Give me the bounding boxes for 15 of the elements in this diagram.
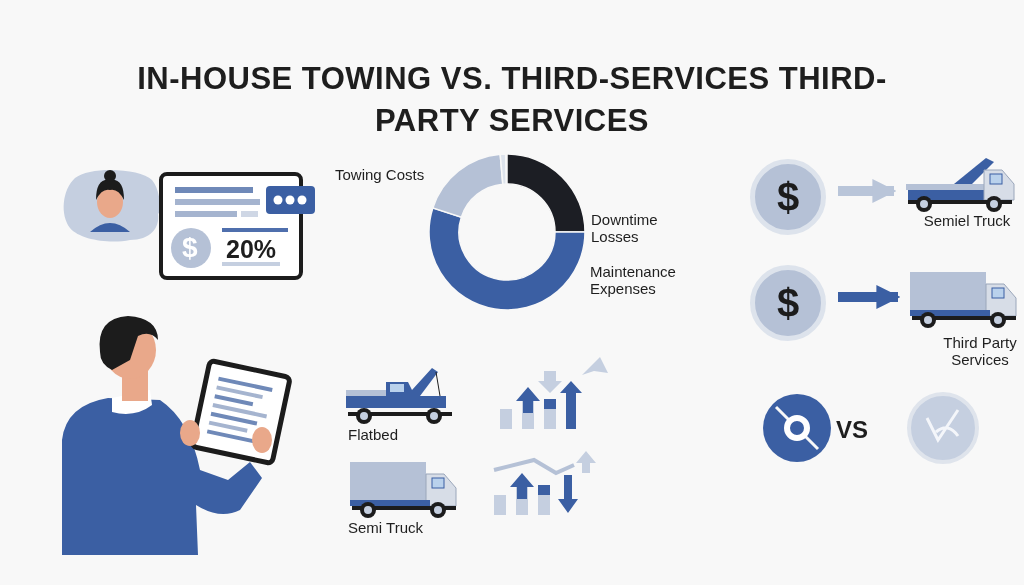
- truck-label: Flatbed: [348, 426, 399, 444]
- truck-label: Semi Truck: [348, 519, 423, 537]
- chart-label: Downtime Losses: [591, 211, 659, 246]
- chart-label: Maintenance Expenses: [590, 263, 677, 298]
- arrow: [838, 285, 901, 309]
- truck-label: Semiel Truck: [922, 212, 1012, 230]
- dollar-sign: $: [182, 232, 198, 265]
- dollar-sign: $: [776, 174, 800, 220]
- arrow: [838, 179, 897, 203]
- chart-label: Towing Costs: [335, 166, 425, 184]
- vs-text: VS: [836, 416, 868, 444]
- title: IN-HOUSE TOWING VS. THIRD-SERVICES THIRD-PARTY SERVICES: [136, 60, 888, 140]
- dollar-sign: $: [776, 280, 800, 326]
- truck-label: Third Party Services: [942, 334, 1018, 369]
- percentage-value: 20%: [226, 235, 277, 264]
